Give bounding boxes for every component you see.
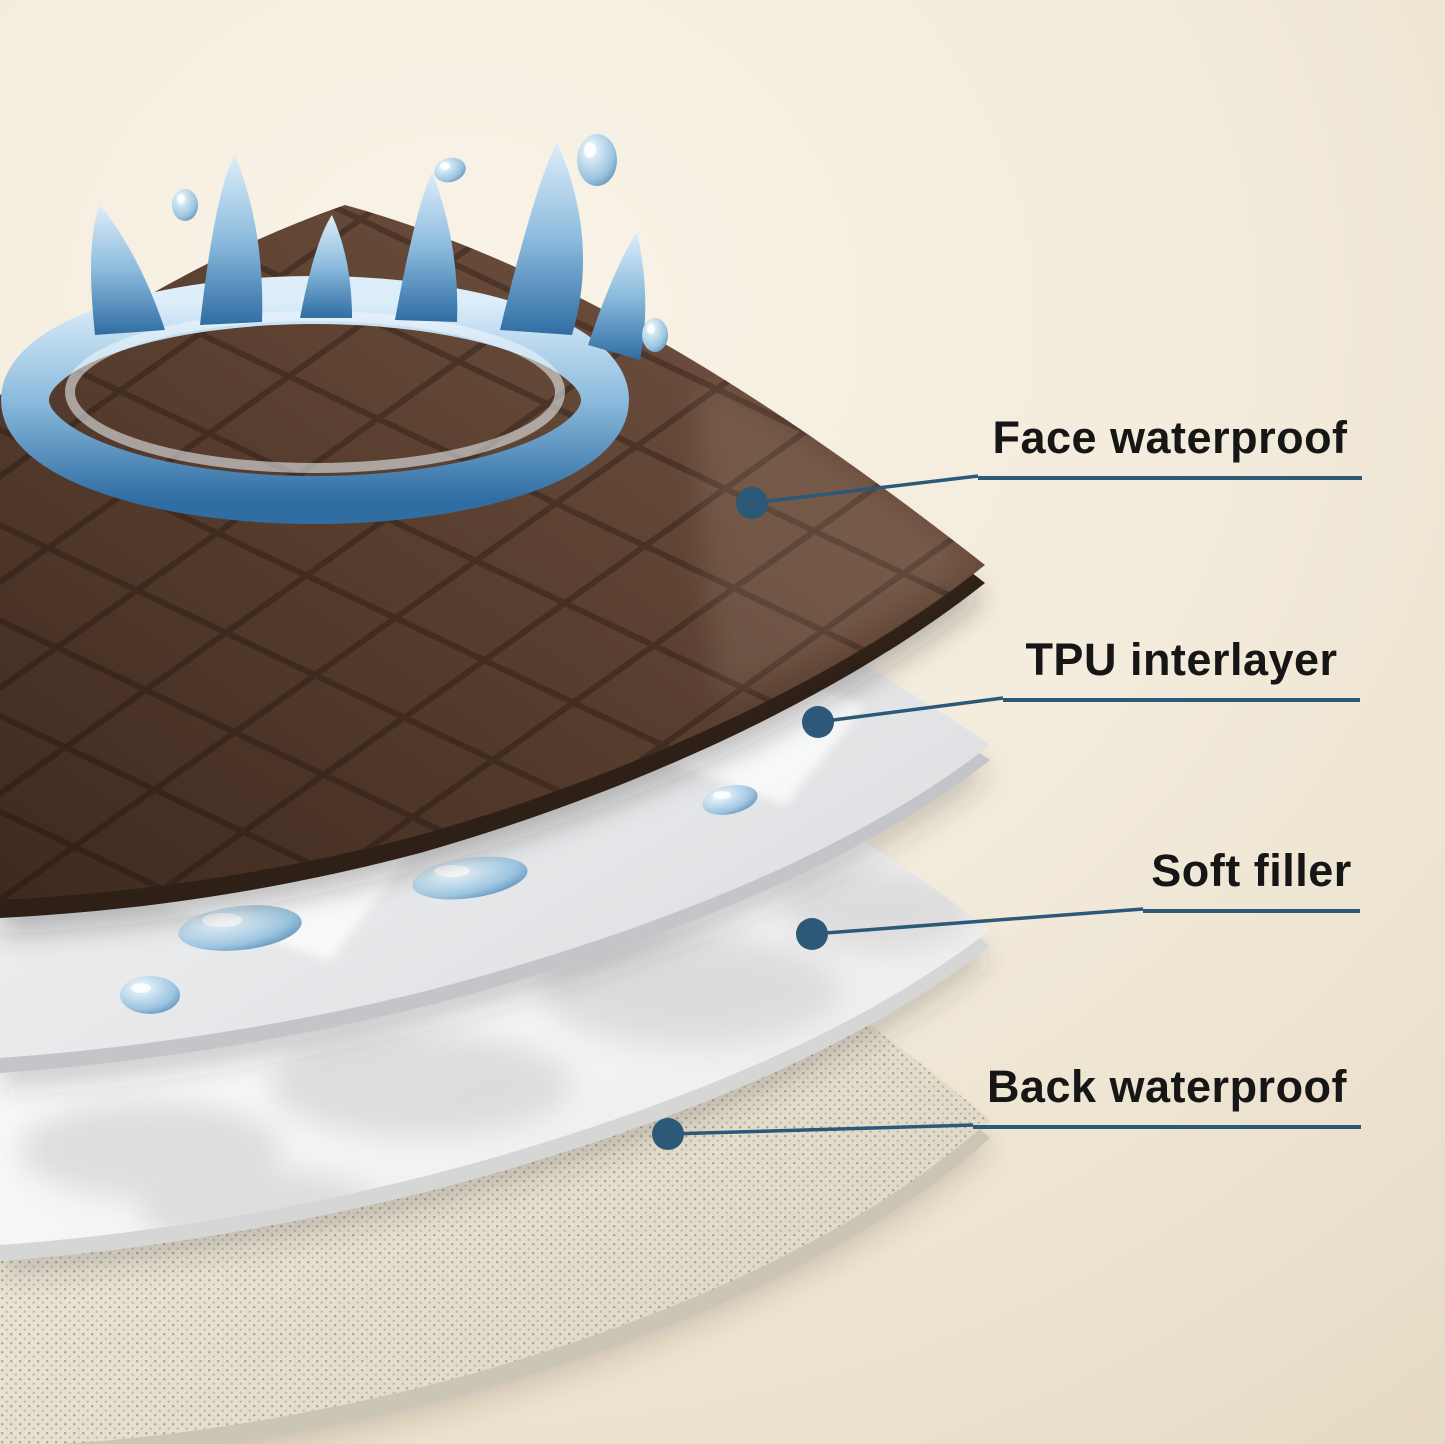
face-layer-quilt-pattern — [0, 205, 985, 900]
callout-annotations — [652, 474, 1144, 1150]
callout-label-tpu-interlayer: TPU interlayer — [1025, 634, 1338, 685]
callout-label-face-waterproof: Face waterproof — [992, 412, 1348, 463]
tpu-water-droplets — [120, 785, 758, 1014]
callout-line-face-waterproof — [751, 474, 979, 505]
callout-face-waterproof: Face waterproof — [978, 412, 1362, 480]
callout-tpu-interlayer: TPU interlayer — [1003, 634, 1360, 702]
callout-line-back-waterproof — [667, 1123, 974, 1136]
callout-dot-face-waterproof — [736, 487, 768, 519]
callout-dot-tpu-interlayer — [802, 706, 834, 738]
callout-soft-filler: Soft filler — [1143, 845, 1360, 913]
face-layer-highlight — [700, 380, 970, 700]
splash-crown-spikes — [91, 142, 646, 360]
callout-dot-soft-filler — [796, 918, 828, 950]
callout-dot-back-waterproof — [652, 1118, 684, 1150]
splash-flying-droplets — [172, 134, 668, 352]
callout-label-back-waterproof: Back waterproof — [986, 1061, 1348, 1112]
callout-back-waterproof: Back waterproof — [973, 1061, 1361, 1129]
water-splash — [1, 134, 668, 524]
callout-label-soft-filler: Soft filler — [1151, 845, 1352, 896]
layer-face-waterproof-graphic — [0, 205, 985, 934]
callout-line-soft-filler — [811, 907, 1144, 936]
callout-line-tpu-interlayer — [817, 696, 1004, 724]
